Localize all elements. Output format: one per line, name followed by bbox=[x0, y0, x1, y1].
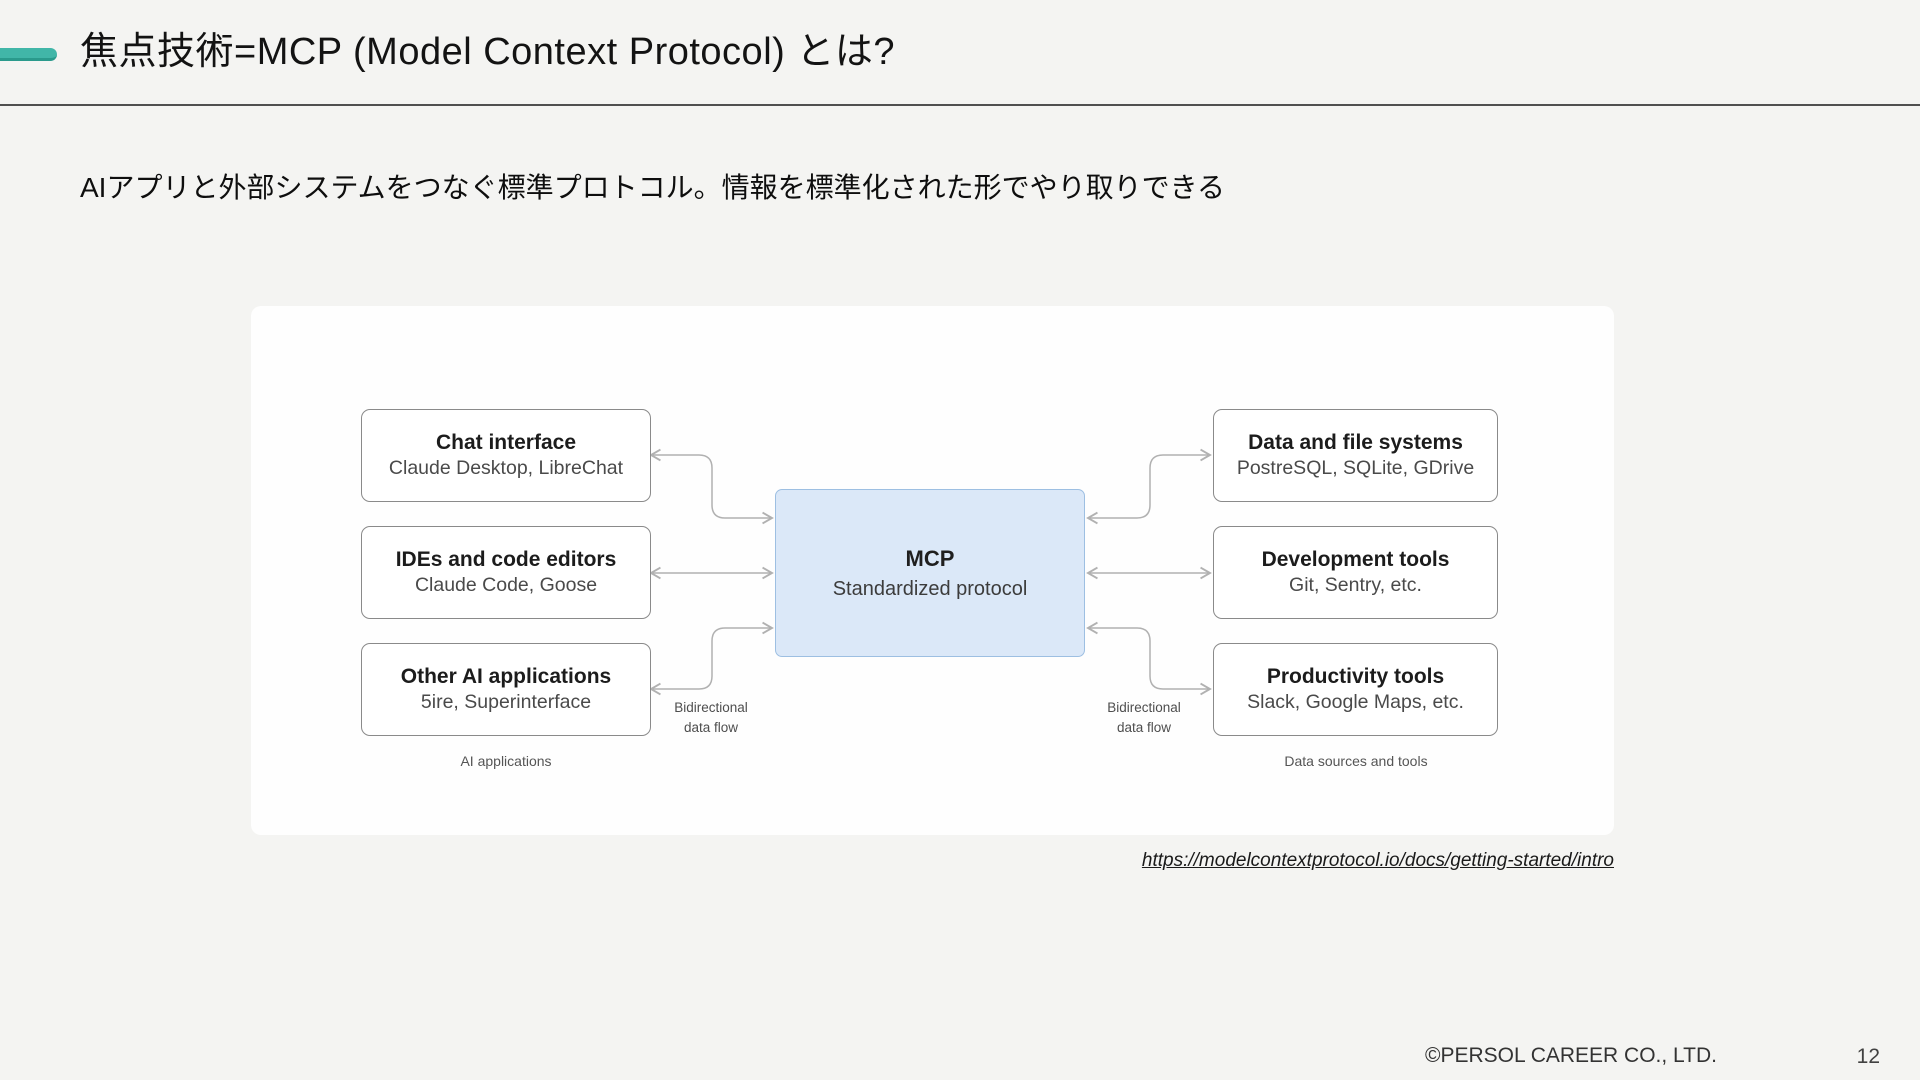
connector-chat-mcp bbox=[649, 448, 774, 525]
label-data-sources-tools: Data sources and tools bbox=[1284, 753, 1428, 769]
node-mcp: MCP Standardized protocol bbox=[775, 489, 1085, 657]
connector-mcp-productivity bbox=[1086, 621, 1212, 696]
node-other-ai-applications: Other AI applications 5ire, Superinterfa… bbox=[361, 643, 651, 736]
diagram-panel: Chat interface Claude Desktop, LibreChat… bbox=[251, 306, 1614, 835]
label-ai-applications: AI applications bbox=[460, 753, 552, 769]
slide-title: 焦点技術=MCP (Model Context Protocol) とは? bbox=[80, 31, 895, 73]
node-development-tools: Development tools Git, Sentry, etc. bbox=[1213, 526, 1498, 619]
title-divider-line bbox=[0, 104, 1920, 106]
node-subtitle: 5ire, Superinterface bbox=[420, 691, 592, 714]
connector-otherai-mcp bbox=[649, 621, 774, 696]
node-data-file-systems: Data and file systems PostreSQL, SQLite,… bbox=[1213, 409, 1498, 502]
node-subtitle: Claude Code, Goose bbox=[414, 574, 598, 597]
node-subtitle: Git, Sentry, etc. bbox=[1289, 574, 1422, 597]
node-subtitle: PostreSQL, SQLite, GDrive bbox=[1236, 457, 1475, 480]
lead-text: AIアプリと外部システムをつなぐ標準プロトコル。情報を標準化された形でやり取りで… bbox=[80, 172, 1226, 203]
label-bidirectional-right: Bidirectional data flow bbox=[1107, 700, 1181, 736]
connector-mcp-datafiles bbox=[1086, 448, 1212, 525]
node-title: Productivity tools bbox=[1266, 665, 1445, 689]
node-ides-code-editors: IDEs and code editors Claude Code, Goose bbox=[361, 526, 651, 619]
diagram-connectors bbox=[649, 448, 1212, 696]
node-title: Data and file systems bbox=[1248, 431, 1463, 455]
node-productivity-tools: Productivity tools Slack, Google Maps, e… bbox=[1213, 643, 1498, 736]
copyright-text: ©PERSOL CAREER CO., LTD. bbox=[1424, 1044, 1717, 1067]
node-subtitle: Claude Desktop, LibreChat bbox=[388, 457, 624, 480]
node-title: Other AI applications bbox=[400, 665, 612, 689]
label-bidirectional-left: Bidirectional data flow bbox=[674, 700, 748, 736]
source-link[interactable]: https://modelcontextprotocol.io/docs/get… bbox=[1141, 850, 1614, 871]
mcp-subtitle: Standardized protocol bbox=[832, 577, 1028, 600]
node-chat-interface: Chat interface Claude Desktop, LibreChat bbox=[361, 409, 651, 502]
mcp-title: MCP bbox=[905, 545, 955, 571]
title-accent-bar bbox=[0, 48, 57, 61]
node-title: Chat interface bbox=[435, 431, 577, 455]
page-number: 12 bbox=[1856, 1045, 1880, 1068]
node-subtitle: Slack, Google Maps, etc. bbox=[1247, 691, 1464, 714]
node-title: Development tools bbox=[1261, 548, 1450, 572]
node-title: IDEs and code editors bbox=[395, 548, 617, 572]
